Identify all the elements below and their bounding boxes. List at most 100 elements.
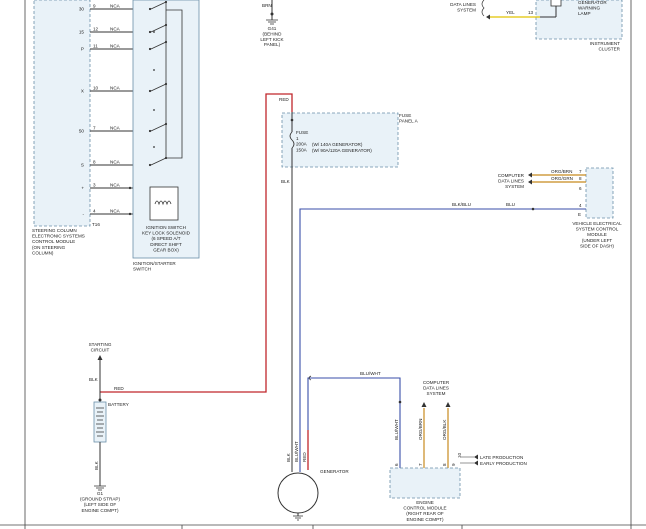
ic-name-line: CLUSTER — [599, 47, 621, 52]
vm-wire-label: ORG/GRN — [551, 176, 573, 181]
terminal-label: 15 — [79, 30, 85, 35]
terminal-wire-label: NCA — [110, 160, 121, 165]
arrow-up-icon — [421, 402, 427, 407]
terminal-wire-label: NCA — [110, 126, 121, 131]
switch-blade — [150, 123, 167, 132]
terminal-pin: 3 — [93, 183, 96, 188]
steering-module-name-line: CONTROL MODULE — [32, 239, 75, 244]
ic-name-line: INSTRUMENT — [590, 41, 620, 46]
g1-label-line: (LEFT SIDE OF — [84, 502, 117, 507]
terminal-wire-label: NCA — [110, 209, 121, 214]
vm-blk-blu-label: BLK/BLU — [452, 202, 471, 207]
ecm-pin: 7 — [418, 463, 423, 466]
ecm-name-line: (RIGHT REAR OF — [406, 511, 444, 516]
vm-name-line: VEHICLE ELECTRICAL — [572, 221, 622, 226]
vm-computer-line: SYSTEM — [505, 184, 524, 189]
splice — [128, 186, 132, 190]
battery-ground-wire-label: BLK — [94, 460, 99, 470]
fuse-icon — [289, 131, 295, 149]
gen-wire-label: BLK — [286, 452, 291, 462]
ignition-switch-label-line: IGNITION/STARTER — [133, 261, 176, 266]
g41-label-line: G41 — [268, 26, 277, 31]
fuse-label-line: FUSE — [296, 130, 308, 135]
ic-lamp-line: WARNING — [578, 5, 600, 10]
switch-contact — [148, 30, 152, 34]
battery-red-label: RED — [114, 386, 124, 391]
key-lock-solenoid — [149, 186, 179, 221]
red-feed-wire — [100, 93, 293, 393]
fuse-terminal — [290, 118, 294, 122]
ignition-switch-label-line: SWITCH — [133, 267, 151, 272]
vm-blu-label: BLU — [506, 202, 515, 207]
terminal-label: + — [81, 186, 84, 191]
instrument-cluster — [535, 0, 623, 40]
terminal-wire-label: NCA — [110, 183, 121, 188]
terminal-label: - — [82, 212, 84, 217]
battery-label: BATTERY — [108, 402, 129, 407]
vm-blu-wire — [299, 208, 586, 440]
fuse-red-label: RED — [279, 97, 289, 102]
ground-icon — [94, 485, 106, 491]
steering-column-module — [33, 0, 91, 227]
ecm-late-label: LATE PRODUCTION — [480, 455, 523, 460]
switch-dot — [153, 109, 155, 111]
fuse-panel-name-line: FUSE — [399, 113, 411, 118]
switch-contact — [148, 163, 152, 167]
fuse-label-line: 1 — [296, 136, 299, 141]
terminal-label: 50 — [79, 129, 85, 134]
ecm-blu-wht-wire — [307, 377, 401, 468]
vm-wire-label: ORG/BRN — [551, 169, 572, 174]
generator-label: GENERATOR — [320, 469, 349, 474]
ic-lamp-line: LAMP — [578, 11, 591, 16]
terminal-wire-label: NCA — [110, 4, 121, 9]
starting-circuit-line: CIRCUIT — [91, 348, 110, 353]
switch-contact — [164, 0, 168, 4]
solenoid-label-line: KEY LOCK SOLENOID — [142, 231, 191, 236]
terminal-wire-label: NCA — [110, 27, 121, 32]
terminal-pin: 8 — [93, 160, 96, 165]
vm-pin: 7 — [579, 169, 582, 174]
gen-wire-label: RED — [302, 452, 307, 462]
ecm-pin: 10 — [457, 452, 462, 458]
terminal-label: X — [81, 89, 84, 94]
terminal-label: 30 — [79, 7, 85, 12]
vm-name-line: SIDE OF DASH) — [580, 243, 614, 248]
vm-computer-line: DATA LINES — [498, 179, 524, 184]
terminal-pin: 9 — [93, 4, 96, 9]
solenoid-label-line: IGNITION SWITCH — [146, 225, 186, 230]
switch-dot — [153, 69, 155, 71]
switch-blade — [150, 83, 167, 92]
terminal-wire-label: NCA — [110, 86, 121, 91]
ground-icon — [266, 19, 278, 25]
terminal-pin: 7 — [93, 126, 96, 131]
arrow-left-icon — [486, 14, 490, 20]
vehicle-electrical-system-control-module — [585, 167, 614, 219]
gen-wire-label: BLU/WHT — [294, 441, 299, 462]
vm-name-line: (UNDER LEFT — [582, 238, 613, 243]
battery-splice — [98, 398, 102, 402]
ecm-wire-label: BLU/WHT — [394, 419, 399, 440]
switch-blade — [150, 24, 167, 33]
g41-label-line: PANEL) — [264, 42, 281, 47]
ecm-computer-line: COMPUTER — [423, 380, 450, 385]
ecm-computer-line: SYSTEM — [427, 391, 446, 396]
splice — [128, 212, 132, 216]
switch-dot — [153, 31, 155, 33]
ic-lamp-line: GENERATOR — [578, 0, 607, 5]
ecm-wire-label: ORG/BRN — [418, 419, 423, 440]
fuse-label-line: 200A — [296, 142, 308, 147]
engine-control-module — [389, 467, 461, 499]
terminal-pin: 11 — [93, 44, 98, 49]
ecm-pin: 6 — [394, 463, 399, 466]
ecm-name-line: CONTROL MODULE — [403, 506, 446, 511]
arrow-left-icon — [528, 179, 532, 185]
switch-dot — [153, 146, 155, 148]
